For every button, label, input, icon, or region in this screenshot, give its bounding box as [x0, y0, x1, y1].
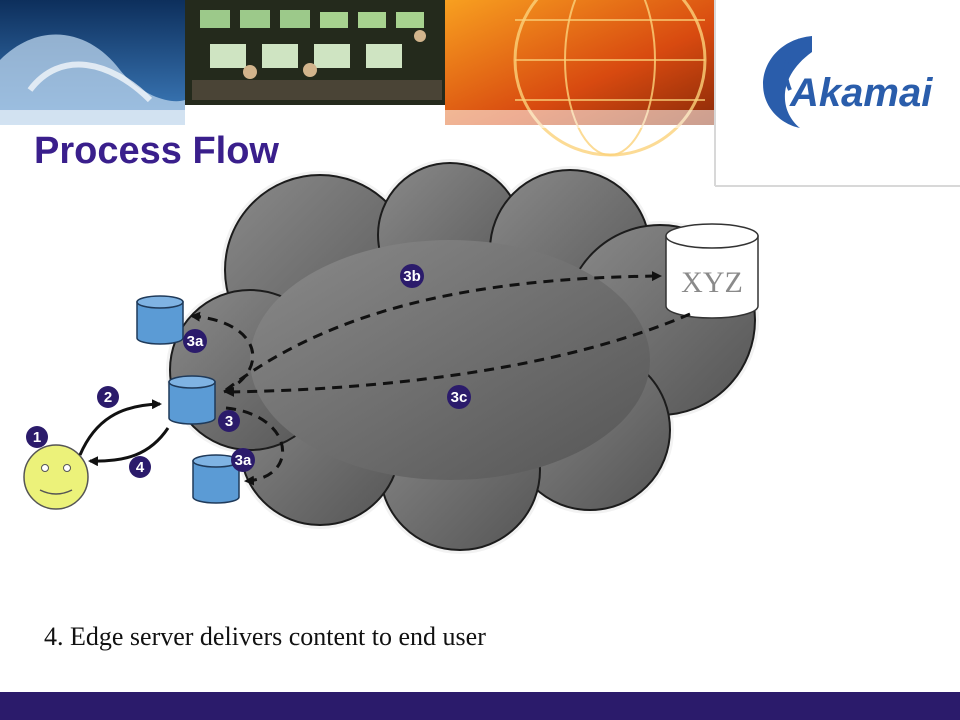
edge-server-main: [168, 375, 216, 425]
globe-photo: [445, 0, 715, 157]
footer-bar: [0, 692, 960, 720]
svg-text:3: 3: [225, 413, 233, 430]
step-badge-2: 2: [97, 386, 119, 408]
control-room-photo: [185, 0, 445, 105]
step-badge-3c: 3c: [447, 385, 471, 409]
banner-graphic: Akamai: [0, 0, 960, 187]
svg-text:3b: 3b: [403, 268, 421, 285]
arrow-3a-top: [190, 311, 255, 394]
arrow-3c: [224, 312, 691, 397]
akamai-logo: Akamai: [714, 0, 960, 187]
svg-text:3a: 3a: [187, 333, 204, 350]
step-badge-1: 1: [26, 426, 48, 448]
page-title: Process Flow: [34, 130, 279, 172]
arrow-3b: [225, 271, 662, 392]
arrow-request: [78, 399, 162, 456]
header-banner: Akamai: [0, 0, 960, 190]
svg-text:3c: 3c: [451, 389, 468, 406]
edge-server-top: [136, 295, 184, 345]
step-badge-4: 4: [129, 456, 151, 478]
step-badge-3b: 3b: [400, 264, 424, 288]
arrow-delivery: [88, 427, 170, 467]
step-badge-3: 3: [218, 410, 240, 432]
step-badge-3a-top: 3a: [183, 329, 207, 353]
step-badge-3a-bottom: 3a: [231, 448, 255, 472]
step-caption: 4. Edge server delivers content to end u…: [44, 622, 486, 651]
wave-photo: [0, 0, 185, 125]
network-cloud: [166, 159, 759, 554]
svg-text:2: 2: [104, 389, 112, 406]
svg-text:4: 4: [136, 459, 145, 476]
arrow-3a-bottom: [225, 406, 285, 486]
svg-text:1: 1: [33, 429, 41, 446]
svg-text:3a: 3a: [235, 452, 252, 469]
origin-server-xyz: XYZ: [665, 223, 759, 319]
origin-label: XYZ: [681, 266, 743, 299]
logo-text: Akamai: [789, 71, 933, 115]
end-user-face: [23, 444, 89, 510]
